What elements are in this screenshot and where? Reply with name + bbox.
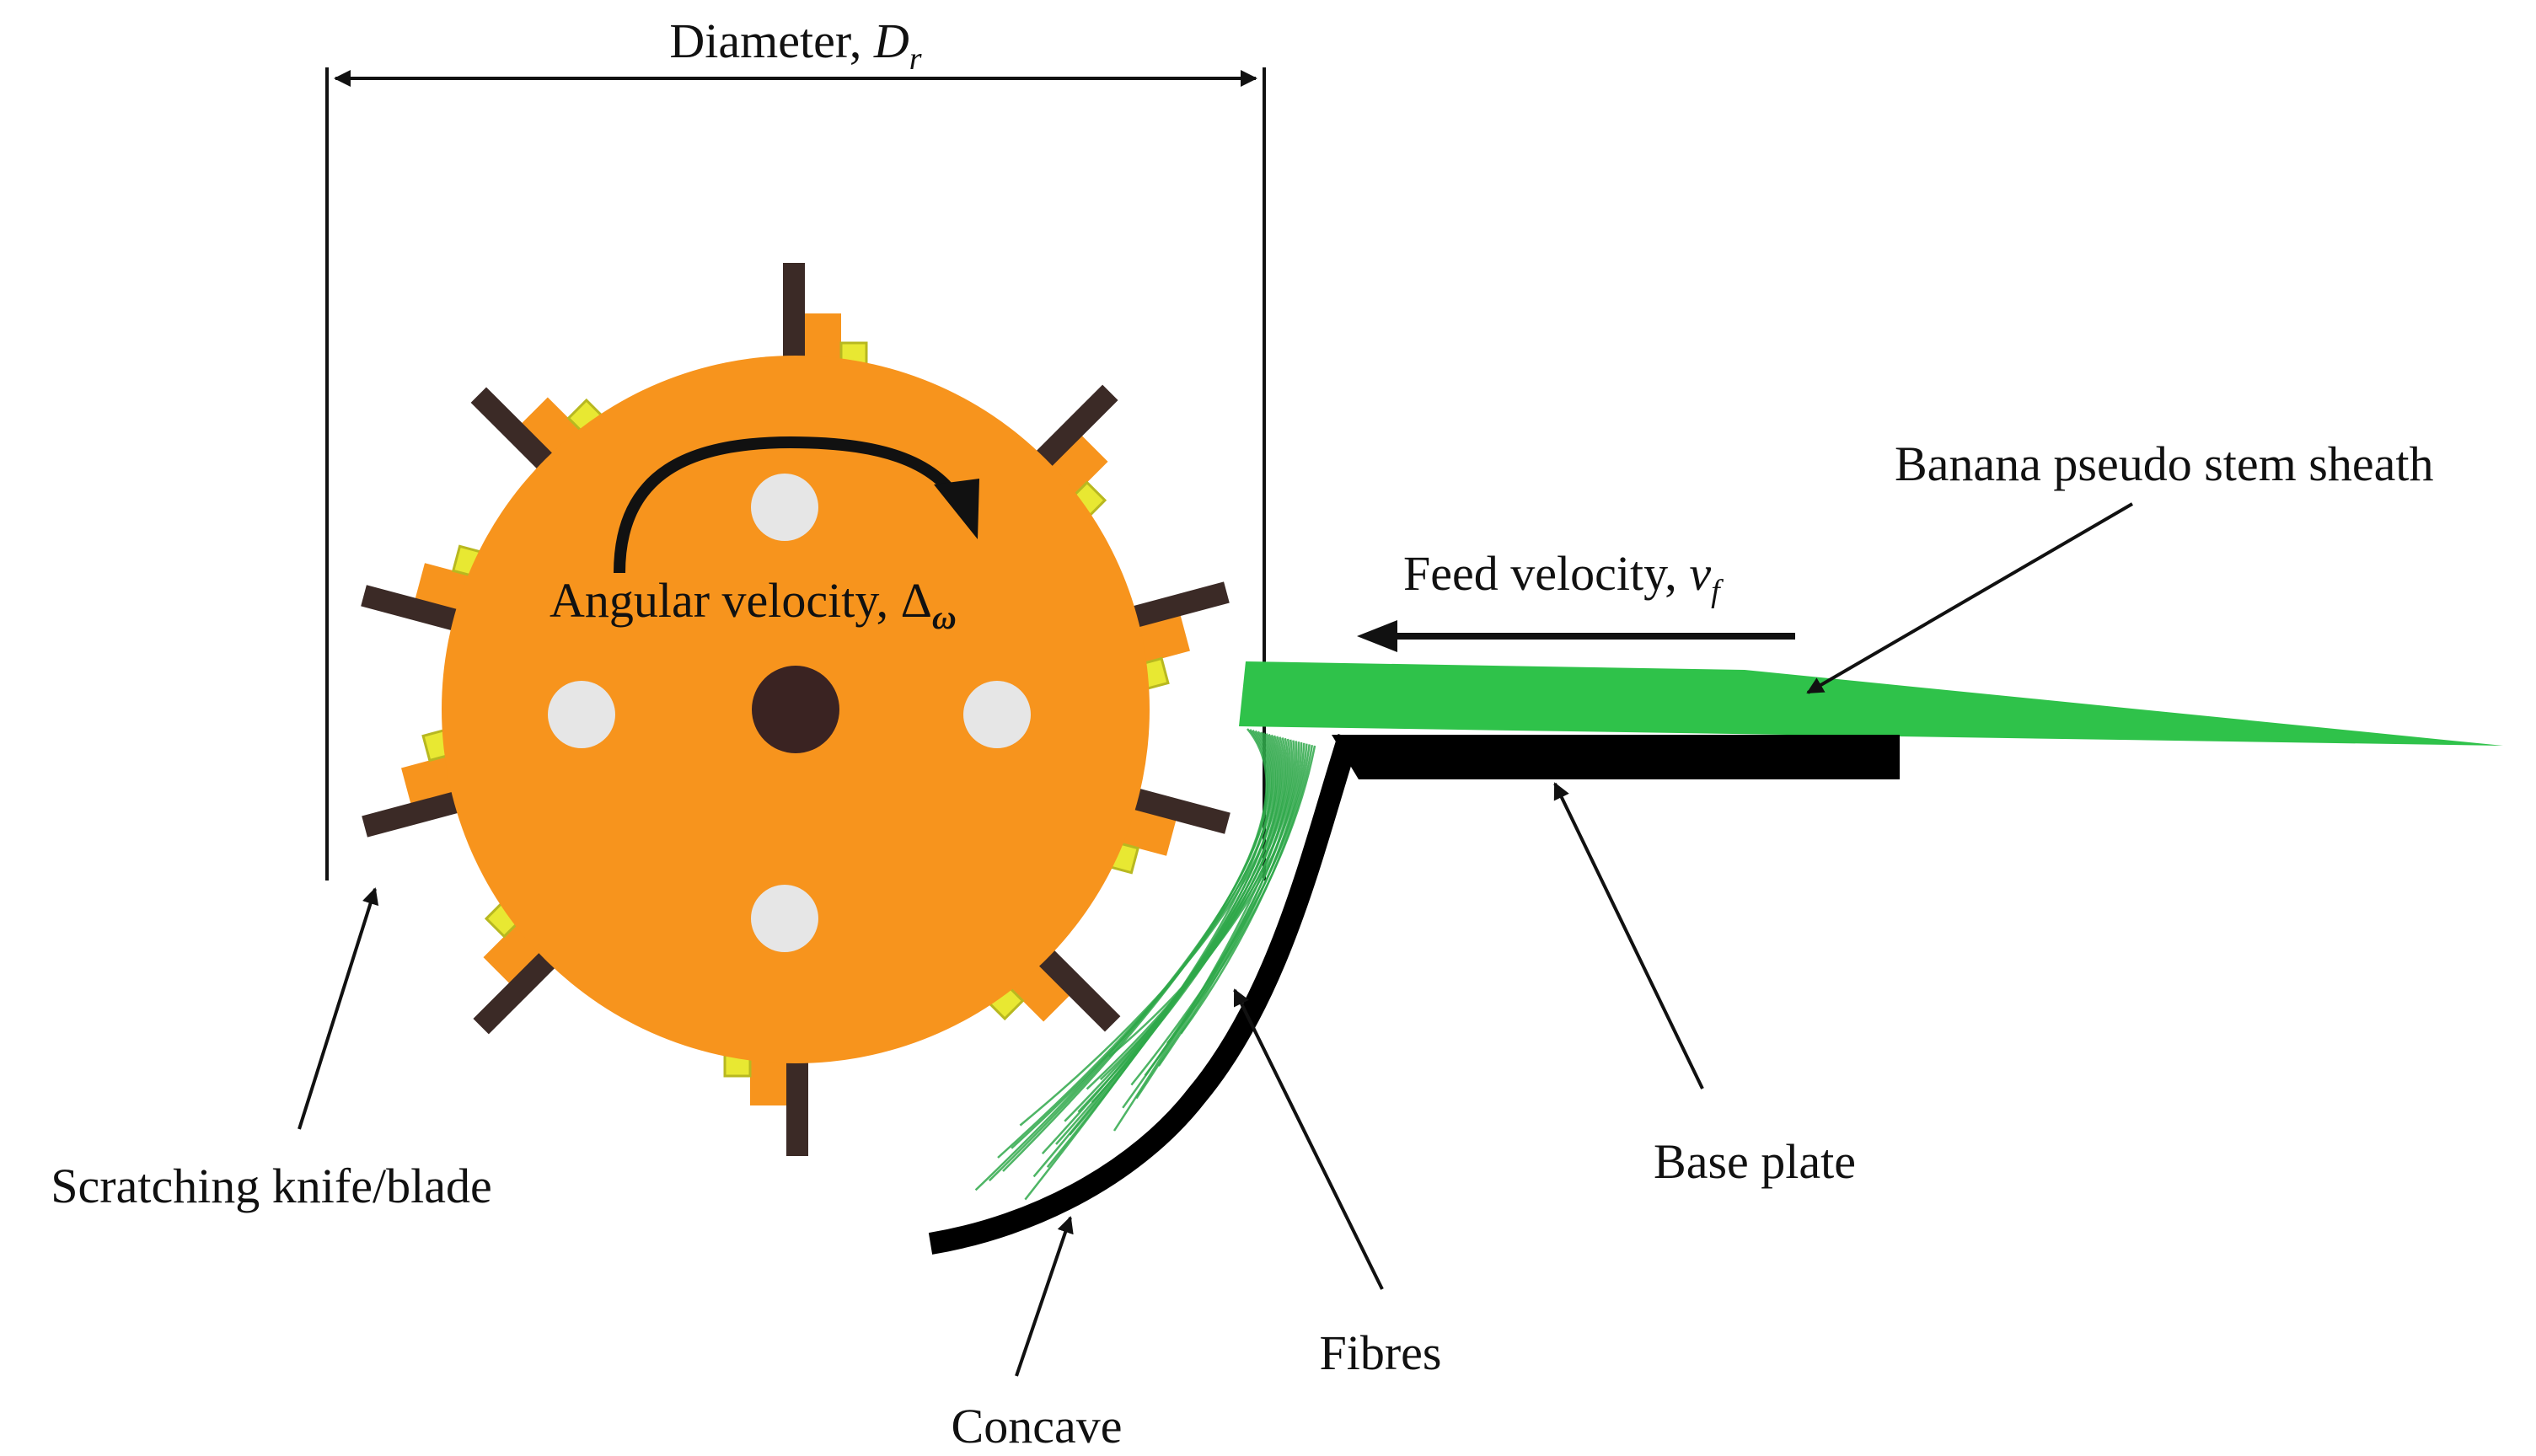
base-plate [1332, 735, 1900, 779]
fibre-strand [1113, 738, 1291, 1132]
base-plate-label: Base plate [1654, 1134, 1856, 1189]
fibre-strand [1064, 737, 1289, 1122]
fibres [974, 728, 1316, 1201]
concave-leader [1015, 1216, 1074, 1377]
concave-label: Concave [952, 1399, 1123, 1453]
concave [928, 734, 1359, 1255]
feed-velocity-label: Feed velocity, vf [1403, 546, 1724, 609]
fibre-strand [1166, 745, 1316, 1044]
fibres-leader [1233, 988, 1384, 1290]
scratching-knife-label: Scratching knife/blade [51, 1159, 491, 1213]
fibre-strand [1032, 733, 1278, 1178]
fibre-strand [1086, 740, 1295, 1090]
left-arrow-icon [1357, 620, 1795, 652]
drum-hole-right [963, 681, 1031, 748]
drum-hole-bottom [751, 885, 818, 952]
scratching-knife-leader [298, 887, 379, 1130]
drum-hole-top [751, 474, 818, 541]
fibre-strand [997, 731, 1275, 1159]
diameter-label: Diameter, Dr [669, 13, 921, 77]
curved-arrow-icon [614, 436, 979, 574]
fibre-strand [1130, 744, 1311, 1086]
rotor-drum [361, 263, 1230, 1156]
sheath-label: Banana pseudo stem sheath [1895, 436, 2433, 491]
drum-hole-left [548, 681, 615, 748]
fibre-strand [1019, 733, 1279, 1127]
drum-hub [752, 666, 839, 753]
fibre-strand [974, 729, 1270, 1191]
fibres-label: Fibres [1320, 1325, 1442, 1380]
banana-sheath [1239, 661, 2503, 746]
base-plate-leader [1553, 782, 1704, 1089]
angular-velocity-label: Angular velocity, Δω [550, 573, 957, 636]
diameter-dimension: Diameter, Dr [325, 13, 1266, 881]
sheath-leader [1806, 502, 2134, 694]
fibre-strand [1108, 741, 1303, 1057]
